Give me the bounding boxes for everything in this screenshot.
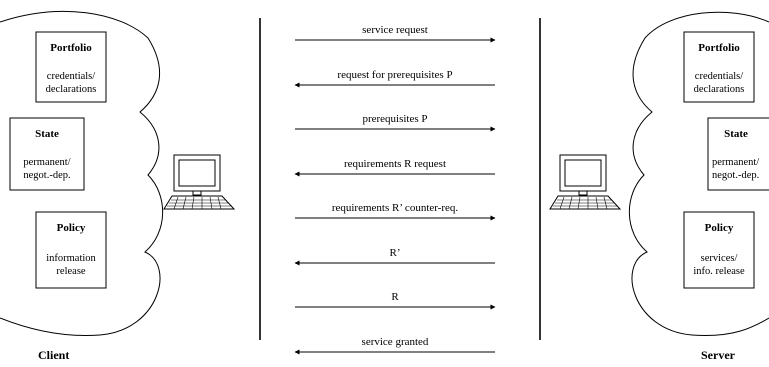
server-state-line1: permanent/ [712, 157, 760, 168]
server-policy-line2: info. release [693, 266, 745, 277]
client-policy-box [35, 211, 107, 289]
server-portfolio-line1: credentials/ [694, 71, 744, 82]
server-policy-box [683, 211, 755, 289]
client-state-line2: negot.-dep. [23, 170, 71, 181]
server-policy-title: Policy [704, 222, 734, 234]
client-policy-line1: information [46, 253, 96, 264]
client-portfolio-line1: credentials/ [46, 71, 96, 82]
server-computer-icon [549, 154, 622, 210]
message-label-2: request for prerequisites P [337, 69, 453, 81]
message-label-6: R’ [389, 247, 401, 259]
client-computer-icon [163, 154, 236, 210]
server-state-title: State [724, 128, 748, 140]
client-policy-line2: release [56, 266, 86, 277]
client-policy-title: Policy [56, 222, 86, 234]
message-label-1: service request [362, 24, 428, 36]
message-arrows [294, 37, 496, 355]
message-label-5: requirements R’ counter-req. [331, 202, 459, 214]
server-portfolio-title: Portfolio [698, 42, 740, 54]
client-state-line1: permanent/ [23, 157, 71, 168]
server-portfolio-box [683, 31, 755, 103]
client-label: Client [38, 348, 70, 362]
client-portfolio-line2: declarations [45, 84, 97, 95]
message-label-3: prerequisites P [362, 113, 428, 125]
server-portfolio-line2: declarations [693, 84, 745, 95]
message-label-8: service granted [361, 336, 429, 348]
message-label-7: R [391, 291, 399, 303]
client-cloud-outline [0, 10, 164, 337]
message-label-4: requirements R request [343, 158, 447, 170]
client-portfolio-box [35, 31, 107, 103]
server-policy-line1: services/ [700, 253, 738, 264]
server-cloud-outline [628, 11, 769, 337]
client-state-box [9, 117, 85, 191]
client-state-title: State [35, 128, 59, 140]
server-state-line2: negot.-dep. [712, 170, 760, 181]
server-state-box [707, 117, 769, 191]
client-portfolio-title: Portfolio [50, 42, 92, 54]
server-label: Server [701, 348, 735, 362]
